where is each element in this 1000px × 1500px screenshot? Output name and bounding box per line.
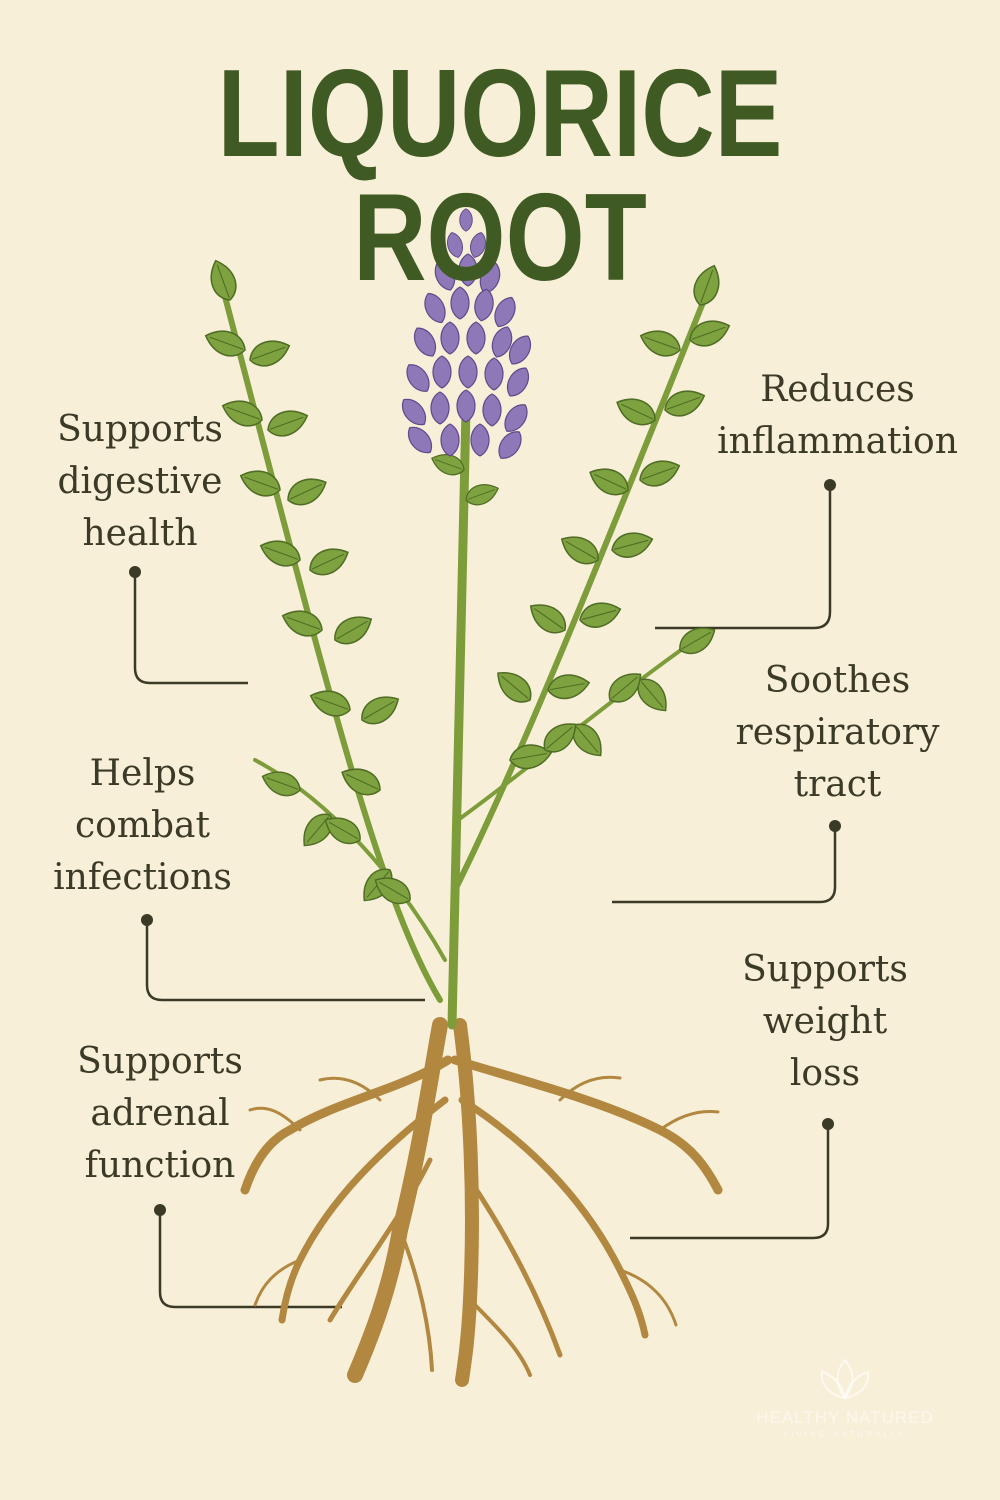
- callout-line-respiratory: [612, 826, 837, 904]
- benefit-adrenal-function: Supports adrenal function: [77, 1041, 243, 1186]
- benefit-reduces-inflammation: Reduces inflammation: [717, 369, 958, 462]
- callout-line-digestive: [133, 572, 248, 685]
- callout-line-inflammation: [655, 485, 832, 630]
- roots: [240, 1017, 723, 1387]
- watermark-tagline: LIVING NATURALLY: [783, 1430, 907, 1439]
- watermark-brand-name: HEALTHY NATURED: [756, 1408, 934, 1427]
- callout-dots: [129, 479, 841, 1216]
- benefit-soothes-respiratory: Soothes respiratory tract: [735, 660, 940, 805]
- page-title: LIQUORICE ROOT: [217, 45, 783, 307]
- benefit-digestive-health: Supports digestive health: [57, 409, 223, 554]
- benefit-combat-infections: Helps combat infections: [53, 753, 232, 898]
- lotus-icon: [820, 1358, 870, 1400]
- callout-line-adrenal: [158, 1210, 342, 1309]
- callout-line-infections: [145, 920, 425, 1002]
- callout-line-weight: [630, 1124, 830, 1240]
- benefit-weight-loss: Supports weight loss: [742, 949, 908, 1094]
- callout-lines: [133, 485, 837, 1309]
- brand-watermark: HEALTHY NATURED LIVING NATURALLY: [740, 1408, 950, 1439]
